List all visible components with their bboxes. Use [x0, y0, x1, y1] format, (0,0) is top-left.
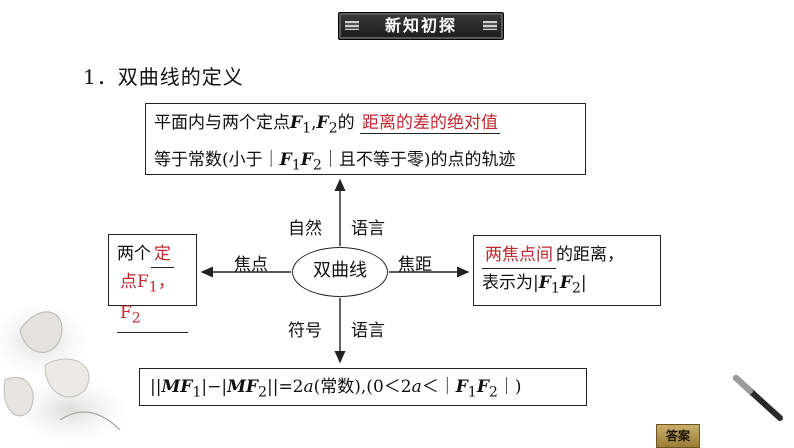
- formula-mf: MF: [161, 377, 193, 397]
- sym-sub: 2: [571, 280, 581, 297]
- abs-open: ｜: [262, 150, 280, 171]
- label-symbol-right: 语言: [351, 321, 385, 341]
- formula-var: a: [303, 377, 314, 397]
- banner-title: 新知初探: [384, 16, 457, 35]
- definition-line-2: 等于常数(小于｜F1F2｜且不等于零)的点的轨迹: [154, 144, 577, 181]
- focal-blank: 两焦点间: [482, 242, 556, 269]
- definition-line-1: 平面内与两个定点F1,F2的 距离的差的绝对值: [154, 107, 577, 144]
- abs-close: ｜: [321, 150, 339, 171]
- focus-box: 两个定 点F1，F2: [108, 234, 197, 333]
- focus-line-2: 点F1，F2: [117, 269, 188, 333]
- sym-f: F: [279, 150, 292, 171]
- formula-part: ||: [150, 377, 162, 397]
- focus-blank-text: ，F: [120, 272, 175, 324]
- sym-sub: 1: [550, 280, 560, 297]
- definition-text: 的: [337, 113, 355, 133]
- focal-text: 表示为: [482, 273, 533, 293]
- banner-stripe-right: [483, 21, 497, 30]
- focus-blank: 点F1，F2: [117, 269, 188, 333]
- sym-sub: 2: [312, 157, 322, 174]
- focal-line-2: 表示为|F1F2|: [482, 269, 652, 302]
- label-natural-left: 自然: [288, 219, 322, 239]
- sym-sub: 2: [131, 310, 141, 327]
- sym-sub: 2: [328, 120, 338, 137]
- label-focus: 焦点: [234, 255, 268, 275]
- focus-blank-text: 点F: [120, 272, 149, 292]
- focal-distance-box: 两焦点间的距离， 表示为|F1F2|: [473, 235, 661, 306]
- sym-f: F: [476, 377, 489, 397]
- formula-var: a: [411, 377, 422, 397]
- focus-line-1: 两个定: [117, 239, 188, 269]
- formula-part: |−|: [201, 377, 228, 397]
- formula-part: ): [514, 377, 522, 397]
- hyperbola-node: 双曲线: [292, 247, 388, 297]
- definition-blank: 距离的差的绝对值: [360, 113, 500, 134]
- focal-line-1: 两焦点间的距离，: [482, 241, 652, 269]
- answer-button[interactable]: 答案: [656, 424, 700, 448]
- sym-sub: 1: [302, 120, 312, 137]
- sym-f: F: [559, 273, 572, 293]
- sym-sub: 1: [192, 384, 202, 401]
- sym-sub: 1: [148, 279, 158, 296]
- formula-mf: MF: [227, 377, 258, 397]
- definition-text: 平面内与两个定点: [154, 113, 290, 133]
- sym-f: F: [538, 273, 551, 293]
- formula-part: ||=2: [266, 377, 304, 397]
- banner-stripe-left: [345, 21, 359, 30]
- sym-comma: ,: [311, 113, 317, 133]
- brush-icon: [733, 375, 792, 430]
- abs-open: ｜: [438, 377, 456, 397]
- lotus-decoration: [0, 295, 140, 446]
- section-heading: 1．双曲线的定义: [83, 65, 244, 89]
- sym-sub: 1: [467, 384, 477, 401]
- focus-blank: 定: [151, 241, 174, 268]
- sym-f: F: [300, 150, 313, 171]
- sym-sub: 2: [257, 384, 267, 401]
- abs-open: |: [533, 273, 539, 293]
- abs-close: |: [580, 273, 587, 293]
- label-focal-distance: 焦距: [398, 255, 432, 275]
- sym-f: F: [290, 113, 303, 133]
- label-natural-right: 语言: [351, 219, 385, 239]
- definition-box: 平面内与两个定点F1,F2的 距离的差的绝对值 等于常数(小于｜F1F2｜且不等…: [145, 103, 586, 175]
- focal-text: 的距离，: [556, 245, 624, 265]
- focus-text: 两个: [117, 244, 151, 264]
- sym-f: F: [316, 113, 329, 133]
- label-symbol-left: 符号: [288, 321, 322, 341]
- sym-f: F: [455, 377, 468, 397]
- definition-text: 且不等于零)的点的轨迹: [338, 150, 516, 171]
- section-banner: 新知初探: [338, 12, 504, 40]
- definition-text: 等于常数(小于: [154, 150, 263, 171]
- abs-close: ｜: [497, 377, 515, 397]
- formula-part: (常数),(0＜2: [313, 377, 412, 397]
- formula-part: ＜: [421, 377, 439, 397]
- sym-sub: 2: [488, 384, 498, 401]
- sym-sub: 1: [291, 157, 301, 174]
- formula-box: ||MF1|−|MF2||=2a(常数),(0＜2a＜｜F1F2｜): [139, 368, 587, 406]
